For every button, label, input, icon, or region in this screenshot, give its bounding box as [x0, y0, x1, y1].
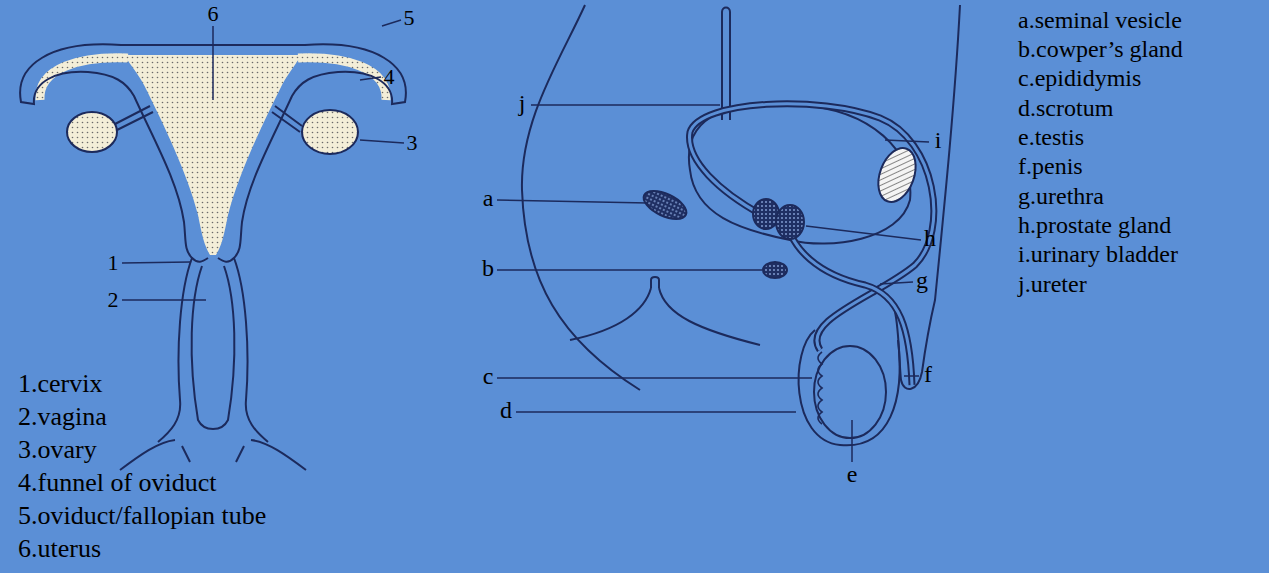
legend-entry: 4.funnel of oviduct [18, 469, 217, 498]
legend-entry: 5.oviduct/fallopian tube [18, 502, 266, 531]
legend-entry: 1.cervix [18, 370, 102, 399]
prostate-gland [776, 205, 804, 239]
legend-entry: c.epididymis [1018, 65, 1141, 91]
callout-letter: g [916, 267, 928, 293]
urinary-bladder [689, 104, 910, 244]
callout-number: 2 [108, 288, 119, 312]
legend-entry: 6.uterus [18, 535, 101, 564]
callout-number: 1 [108, 251, 119, 275]
ureter [722, 8, 730, 121]
legend-entry: h.prostate gland [1018, 212, 1171, 238]
legend-entry: d.scrotum [1018, 95, 1113, 121]
callout-number: 3 [407, 131, 418, 155]
legend-entry: i.urinary bladder [1018, 241, 1178, 267]
epididymis [818, 352, 822, 424]
legend-entry: e.testis [1018, 124, 1084, 150]
scrotum [799, 330, 900, 445]
urethra-lumen [785, 215, 912, 385]
seminal-vesicle [640, 185, 691, 224]
callout-number: 6 [208, 2, 219, 26]
callout-letter: e [847, 461, 858, 487]
callout-letter: j [519, 90, 526, 116]
callout-letter: f [924, 361, 932, 387]
callout-number: 5 [404, 6, 415, 30]
legend-entry: j.ureter [1018, 271, 1087, 297]
cowpers-gland [763, 262, 787, 278]
ovarian-ligament [115, 106, 302, 132]
rectum [570, 288, 760, 345]
vagina-wall [192, 266, 235, 429]
body-outline [120, 440, 306, 470]
uterus-outline [213, 44, 406, 442]
leader-line [122, 20, 404, 300]
ovary [67, 112, 117, 152]
male-system [497, 5, 960, 462]
prostate-gland [753, 199, 779, 229]
cervix [192, 258, 234, 262]
urethra [785, 215, 912, 385]
legend-entry: 3.ovary [18, 436, 97, 465]
callout-letter: i [935, 127, 942, 153]
callout-letter: d [500, 397, 512, 423]
ovary [302, 110, 358, 154]
anal-canal [651, 277, 659, 288]
legend-entry: g.urethra [1018, 183, 1104, 209]
legend-entry: b.cowper’s gland [1018, 36, 1183, 62]
legend-entry: 2.vagina [18, 403, 107, 432]
callout-letter: c [483, 363, 494, 389]
legend-entry: a.seminal vesicle [1018, 7, 1182, 33]
callout-number: 4 [384, 65, 395, 89]
legend-entry: f.penis [1018, 153, 1083, 179]
testis [814, 346, 886, 438]
callout-letter: h [924, 225, 936, 251]
callout-letter: b [482, 255, 494, 281]
leader-line [497, 105, 929, 462]
body-outline [522, 5, 640, 390]
callout-letter: a [483, 185, 494, 211]
